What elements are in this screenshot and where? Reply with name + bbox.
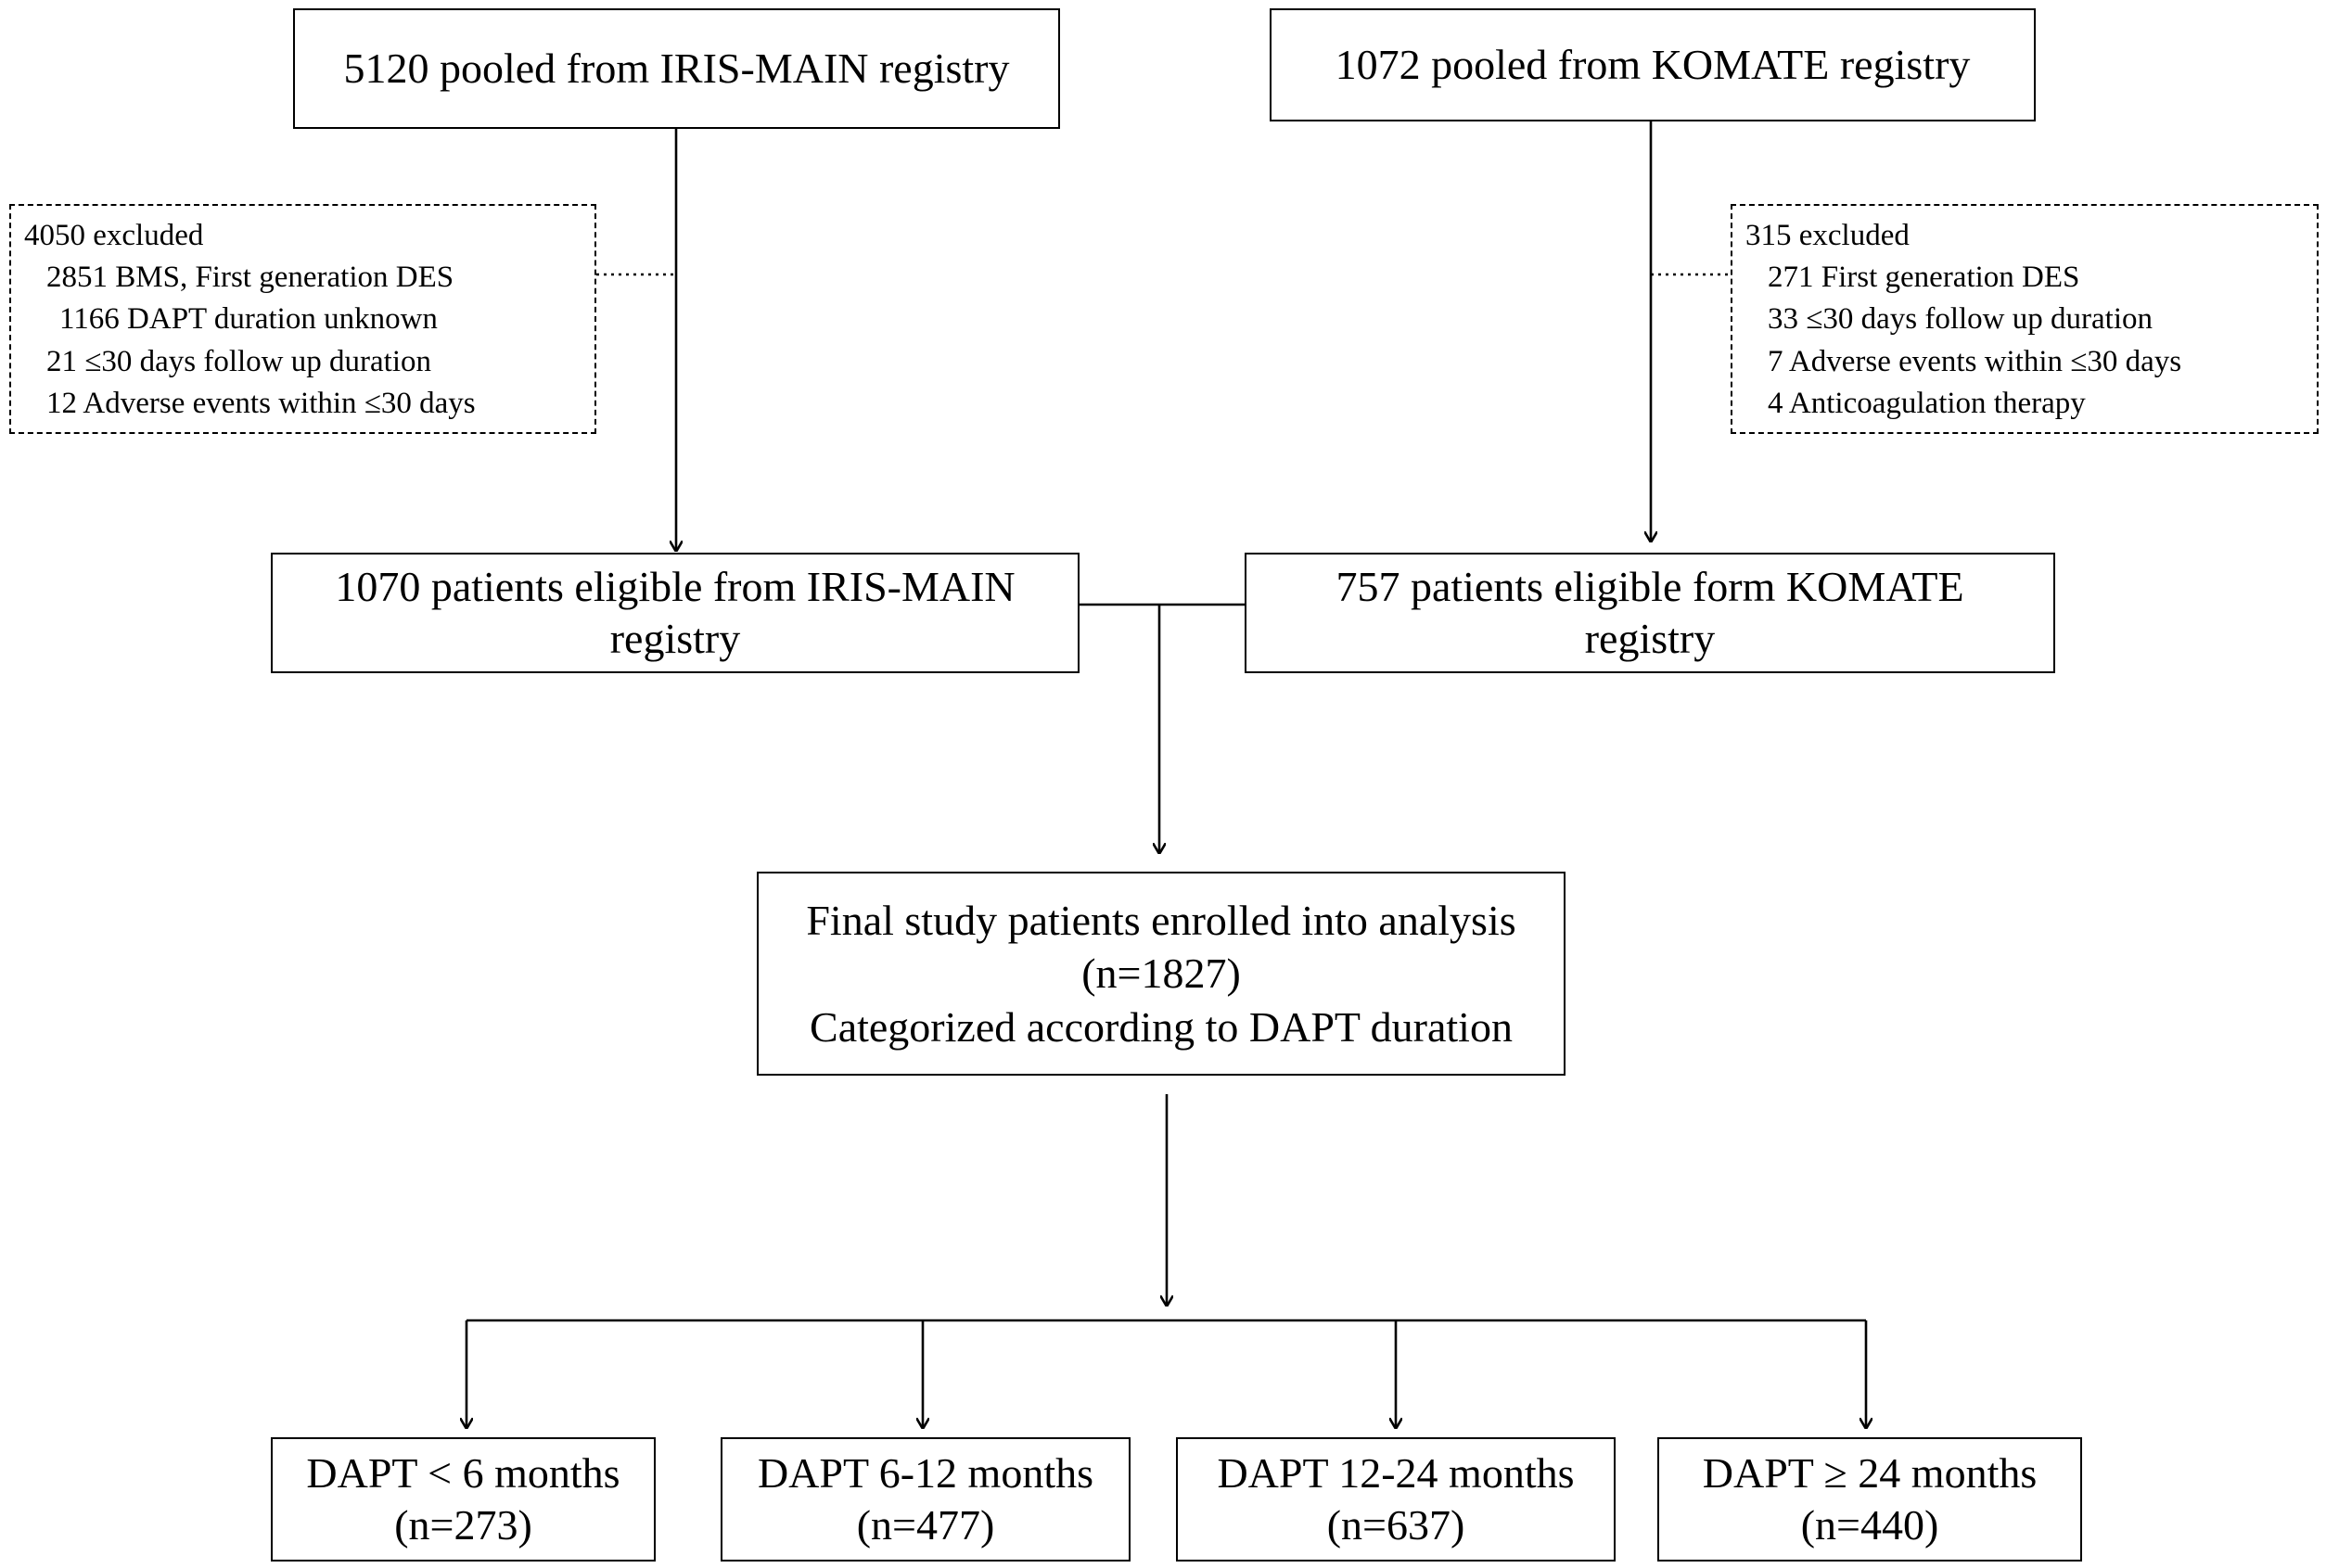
iris-exclusion-item: 1166 DAPT duration unknown: [59, 302, 438, 337]
iris-source-text: 5120 pooled from IRIS-MAIN registry: [343, 44, 1010, 92]
final-line-1: Final study patients enrolled into analy…: [806, 896, 1516, 944]
iris-source-box: 5120 pooled from IRIS-MAIN registry: [293, 8, 1060, 129]
komate-exclusion-item: 33 ≤30 days follow up duration: [1768, 302, 2153, 337]
group-count: (n=440): [1800, 1501, 1939, 1549]
komate-exclusion-box: 315 excluded 271 First generation DES 33…: [1731, 204, 2319, 434]
group-count: (n=637): [1326, 1501, 1465, 1549]
komate-exclusion-item: 4 Anticoagulation therapy: [1768, 386, 2086, 420]
komate-eligible-line-2: registry: [1584, 615, 1716, 662]
komate-exclusion-item: 271 First generation DES: [1768, 261, 2080, 295]
group-label: DAPT < 6 months: [306, 1448, 620, 1497]
komate-exclusion-title: 315 excluded: [1745, 219, 1910, 252]
final-analysis-box: Final study patients enrolled into analy…: [757, 872, 1566, 1076]
final-line-3: Categorized according to DAPT duration: [810, 1002, 1513, 1051]
group-label: DAPT 12-24 months: [1217, 1448, 1575, 1497]
group-label: DAPT ≥ 24 months: [1702, 1448, 2038, 1497]
komate-exclusion-item: 7 Adverse events within ≤30 days: [1768, 344, 2182, 378]
group-box-6-12-months: DAPT 6-12 months (n=477): [721, 1437, 1131, 1562]
group-label: DAPT 6-12 months: [757, 1448, 1094, 1497]
iris-eligible-box: 1070 patients eligible from IRIS-MAIN re…: [271, 553, 1080, 673]
group-box-lt-6-months: DAPT < 6 months (n=273): [271, 1437, 656, 1562]
iris-exclusion-title: 4050 excluded: [24, 219, 204, 252]
iris-eligible-line-2: registry: [609, 615, 741, 662]
iris-eligible-line-1: 1070 patients eligible from IRIS-MAIN: [335, 562, 1016, 610]
komate-source-text: 1072 pooled from KOMATE registry: [1335, 40, 1971, 88]
komate-source-box: 1072 pooled from KOMATE registry: [1270, 8, 2036, 121]
group-count: (n=273): [394, 1501, 532, 1549]
komate-eligible-box: 757 patients eligible form KOMATE regist…: [1245, 553, 2055, 673]
iris-exclusion-item: 2851 BMS, First generation DES: [46, 261, 454, 295]
komate-eligible-line-1: 757 patients eligible form KOMATE: [1336, 562, 1964, 610]
iris-exclusion-item: 12 Adverse events within ≤30 days: [46, 386, 476, 420]
final-line-2: (n=1827): [1081, 950, 1241, 998]
iris-exclusion-box: 4050 excluded 2851 BMS, First generation…: [9, 204, 596, 434]
group-count: (n=477): [856, 1501, 995, 1549]
group-box-12-24-months: DAPT 12-24 months (n=637): [1176, 1437, 1616, 1562]
iris-exclusion-item: 21 ≤30 days follow up duration: [46, 344, 431, 378]
group-box-ge-24-months: DAPT ≥ 24 months (n=440): [1657, 1437, 2082, 1562]
